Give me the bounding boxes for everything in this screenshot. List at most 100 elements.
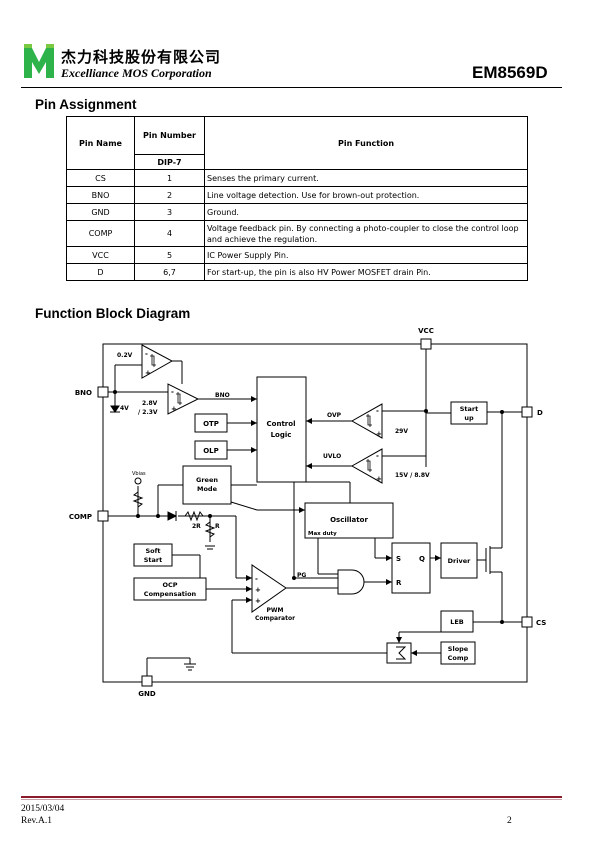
pwm-minus-label: - (255, 575, 258, 583)
comparator-label: Comparator (255, 615, 295, 622)
pin-label-comp: COMP (69, 513, 92, 521)
signal-arrows (246, 396, 441, 656)
start-label: Start (144, 556, 163, 564)
soft-label: Soft (145, 547, 160, 555)
comparator-bno (167, 383, 200, 415)
vbias-node (134, 477, 142, 485)
startup-label-2: up (464, 414, 474, 422)
oscillator-block (304, 502, 394, 539)
comparator-02v (141, 344, 174, 379)
otp-label: OTP (203, 420, 219, 428)
hysteresis-icon (150, 354, 156, 367)
resistor-bias-icon (132, 491, 144, 508)
table-row: BNO 2 Line voltage detection. Use for br… (66, 186, 528, 204)
pin-function-cell: Voltage feedback pin. By connecting a ph… (204, 220, 528, 247)
slope-label: Slope (448, 645, 469, 653)
resistor-2r-icon (184, 510, 204, 522)
hysteresis-icon (366, 459, 372, 472)
sr-latch-block (391, 542, 431, 594)
pin-function-cell: For start-up, the pin is also HV Power M… (204, 263, 528, 281)
header-pin-number: Pin Number (134, 116, 205, 155)
table-row: VCC 5 IC Power Supply Pin. (66, 246, 528, 264)
pin-name-cell: CS (66, 169, 135, 187)
function-block-diagram: VCC BNO COMP GND D CS Control Logic OTP … (69, 327, 547, 698)
table-row: GND 3 Ground. (66, 203, 528, 221)
cmp2-minus-label: - (171, 388, 174, 396)
uvlo-plus-label: + (376, 475, 382, 483)
pwm-plus-label: + (255, 586, 261, 594)
pin-cs (521, 616, 533, 628)
pin-function-cell: Ground. (204, 203, 528, 221)
pwm-plus-label-2: + (255, 597, 261, 605)
pin-label-d: D (537, 409, 543, 417)
pg-label: PG (297, 572, 306, 579)
driver-label: Driver (448, 557, 471, 565)
adder-symbol-icon (396, 646, 407, 660)
header-pin-function: Pin Function (204, 116, 528, 170)
pin-name-cell: COMP (66, 220, 135, 247)
company-logo (24, 44, 54, 78)
table-row: D 6,7 For start-up, the pin is also HV P… (66, 263, 528, 281)
pin-function-cell: Senses the primary current. (204, 169, 528, 187)
pin-label-gnd: GND (138, 690, 156, 698)
latch-s-label: S (396, 555, 401, 563)
pin-d (521, 406, 533, 418)
diode-icon (167, 511, 178, 521)
pin-bno (97, 386, 109, 398)
pin-label-vcc: VCC (418, 327, 434, 335)
comparator-ovp (350, 403, 383, 439)
header-rule (21, 87, 562, 88)
pin-number-cell: 1 (134, 169, 205, 187)
zener-4v-label: 4V (120, 405, 129, 412)
logic-label: Logic (271, 431, 292, 439)
latch-r-label: R (396, 579, 402, 587)
mode-label: Mode (197, 485, 218, 493)
hysteresis-icon (366, 414, 372, 427)
page-number: 2 (507, 816, 512, 826)
table-row: COMP 4 Voltage feedback pin. By connecti… (66, 220, 528, 247)
chip-outline (102, 343, 528, 683)
junction-dots (113, 390, 504, 624)
power-mosfet-icon (477, 540, 503, 580)
pin-gnd (141, 675, 153, 687)
pin-number-cell: 4 (134, 220, 205, 247)
and-gate (337, 569, 365, 595)
green-label: Green (196, 476, 218, 484)
startup-label-1: Start (460, 405, 479, 413)
uvlo-threshold-label: 15V / 8.8V (395, 472, 430, 479)
pin-label-bno: BNO (75, 389, 92, 397)
ovp-minus-label: - (376, 407, 379, 415)
pwm-label: PWM (267, 607, 284, 614)
olp-label: OLP (203, 447, 219, 455)
header-package: DIP-7 (134, 154, 205, 170)
comparator-uvlo (350, 448, 383, 484)
zener-icon (110, 405, 120, 413)
ovp-label: OVP (327, 412, 342, 419)
bno-signal-label: BNO (215, 392, 230, 399)
ocp-label: OCP (162, 581, 177, 589)
hysteresis-icon (176, 392, 182, 405)
header-pin-name: Pin Name (66, 116, 135, 170)
footer-rule (21, 796, 562, 798)
pin-number-cell: 2 (134, 186, 205, 204)
pin-function-cell: IC Power Supply Pin. (204, 246, 528, 264)
ovp-plus-label: + (376, 430, 382, 438)
pin-name-cell: VCC (66, 246, 135, 264)
footer-revision: Rev.A.1 (21, 816, 53, 826)
pin-assignment-title: Pin Assignment (35, 97, 137, 112)
pin-name-cell: GND (66, 203, 135, 221)
footer-date: 2015/03/04 (21, 804, 65, 814)
resistor-r-label: R (215, 523, 220, 530)
pin-number-cell: 5 (134, 246, 205, 264)
pin-comp (97, 510, 109, 522)
latch-q-label: Q (419, 555, 425, 563)
compensation-label: Compensation (144, 590, 197, 598)
pin-number-cell: 6,7 (134, 263, 205, 281)
threshold-label-1: 2.8V (142, 400, 158, 407)
comp-label: Comp (448, 654, 469, 662)
pin-name-cell: BNO (66, 186, 135, 204)
pin-function-cell: Line voltage detection. Use for brown-ou… (204, 186, 528, 204)
pin-label-cs: CS (536, 619, 546, 627)
uvlo-label: UVLO (323, 453, 341, 460)
ovp-threshold-label: 29V (395, 428, 408, 435)
